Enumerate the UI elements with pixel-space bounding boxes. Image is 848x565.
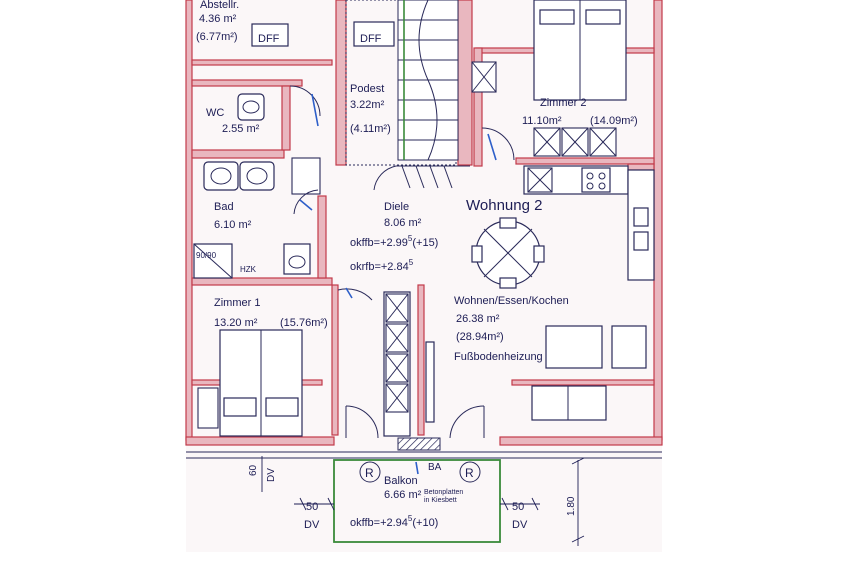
bad-area: 6.10 m²	[214, 219, 252, 231]
wc-name: WC	[206, 107, 224, 119]
bad-symbol: 90/90	[196, 251, 217, 260]
diele-name: Diele	[384, 201, 409, 213]
room-labels: Abstellr. 4.36 m² (6.77m²) DFF DFF Podes…	[196, 0, 638, 531]
diele-okffb: okffb=+2.995(+15)	[350, 234, 438, 249]
zimmer1-area: 13.20 m²	[214, 317, 258, 329]
rw-symbol-2: R	[465, 466, 474, 480]
diele-okrfb: okrfb=+2.845	[350, 258, 414, 273]
zimmer1-name: Zimmer 1	[214, 297, 260, 309]
bad-name: Bad	[214, 201, 234, 213]
abstellraum-area-alt: (6.77m²)	[196, 31, 238, 43]
diele-area: 8.06 m²	[384, 217, 422, 229]
ba-label: BA	[428, 462, 442, 473]
furniture	[193, 0, 655, 437]
wohnen-note: Fußbodenheizung	[454, 351, 543, 363]
zimmer2-area-alt: (14.09m²)	[590, 115, 638, 127]
dv-left: DV	[304, 519, 320, 531]
balcony	[186, 451, 662, 543]
dim-60: 60	[248, 464, 259, 476]
rw-symbol-1: R	[365, 466, 374, 480]
belag-label-2: in Kiesbett	[424, 497, 457, 504]
apartment-title: Wohnung 2	[466, 197, 542, 214]
dv-60: DV	[266, 468, 277, 482]
podest-area: 3.22m²	[350, 99, 385, 111]
balkon-okffb: okffb=+2.945(+10)	[350, 514, 438, 529]
wohnen-area: 26.38 m²	[456, 313, 500, 325]
zimmer2-area: 11.10m²	[522, 115, 562, 127]
walls	[185, 0, 663, 451]
annotation-marks	[299, 93, 497, 475]
podest-area-alt: (4.11m²)	[350, 123, 391, 135]
wc-area: 2.55 m²	[222, 123, 260, 135]
dim-180: 1.80	[566, 496, 577, 516]
zimmer1-area-alt: (15.76m²)	[280, 317, 328, 329]
abstellraum-name: Abstellr.	[200, 0, 239, 11]
staircase	[396, 0, 497, 189]
balkon-name: Balkon	[384, 475, 418, 487]
wohnen-name: Wohnen/Essen/Kochen	[454, 295, 569, 307]
dff-label-2: DFF	[360, 33, 382, 45]
dimensions	[261, 456, 585, 546]
belag-label: Betonplatten	[424, 489, 463, 496]
abstellraum-area: 4.36 m²	[199, 13, 237, 25]
hzk-label: HZK	[240, 265, 257, 274]
dff-label-1: DFF	[258, 33, 280, 45]
wohnen-area-alt: (28.94m²)	[456, 331, 504, 343]
podest-name: Podest	[350, 83, 384, 95]
door-swings	[289, 85, 515, 439]
dim-50-left: 50	[306, 501, 318, 513]
dim-50-right: 50	[512, 501, 524, 513]
balkon-area: 6.66 m²	[384, 489, 422, 501]
dv-right: DV	[512, 519, 528, 531]
zimmer2-name: Zimmer 2	[540, 97, 586, 109]
